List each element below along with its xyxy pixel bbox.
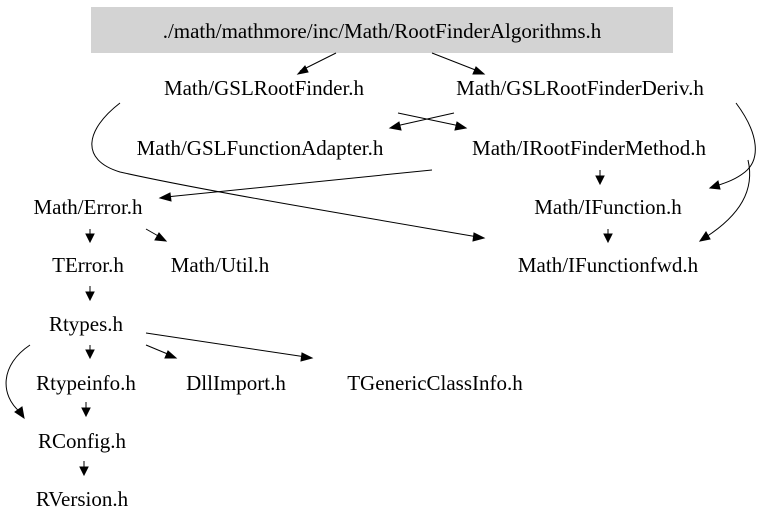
node-terror[interactable]: TError.h	[52, 253, 124, 277]
root-node-box	[91, 7, 673, 53]
arrowhead	[698, 231, 711, 242]
node-gsl-function-adapter[interactable]: Math/GSLFunctionAdapter.h	[137, 136, 384, 160]
arrowhead	[81, 407, 91, 418]
edge-root-gslrootfinderderiv	[431, 52, 479, 72]
node-rconfig[interactable]: RConfig.h	[38, 429, 127, 453]
arrowhead	[708, 180, 721, 190]
edge-rtypes-tgenericclassinfo	[145, 332, 307, 358]
arrowhead	[388, 121, 402, 131]
edge-rtypes-dllimport	[145, 344, 171, 356]
arrowhead	[454, 121, 468, 131]
arrowhead	[595, 175, 605, 186]
arrowhead	[603, 233, 613, 244]
arrowhead	[472, 66, 486, 75]
arrowhead	[14, 406, 25, 420]
edges	[5, 52, 756, 477]
arrowhead	[164, 350, 178, 359]
node-gsl-root-finder-deriv[interactable]: Math/GSLRootFinderDeriv.h	[456, 76, 704, 100]
arrowhead	[472, 232, 486, 242]
edge-rtypes-rconfig	[5, 344, 31, 413]
arrowhead	[85, 233, 95, 244]
arrowhead	[158, 192, 172, 202]
edge-irootfindermethod-matherror	[165, 169, 433, 198]
arrowhead	[154, 232, 168, 242]
node-tgenericclassinfo[interactable]: TGenericClassInfo.h	[347, 371, 523, 395]
node-ifunctionfwd[interactable]: Math/IFunctionfwd.h	[518, 253, 699, 277]
node-math-util[interactable]: Math/Util.h	[171, 253, 270, 277]
node-ifunction[interactable]: Math/IFunction.h	[534, 195, 682, 219]
edge-gslrootfinderderiv-ifunctionfwd	[705, 159, 751, 238]
node-math-error[interactable]: Math/Error.h	[33, 195, 143, 219]
nodes: ./math/mathmore/inc/Math/RootFinderAlgor…	[33, 19, 706, 511]
edge-gslrootfinderderiv-ifunction	[715, 102, 756, 187]
node-gsl-root-finder[interactable]: Math/GSLRootFinder.h	[164, 76, 365, 100]
node-rtypeinfo[interactable]: Rtypeinfo.h	[36, 371, 136, 395]
edge-gslrootfinder-ifunctionfwd	[91, 102, 479, 238]
edge-gslrootfinderderiv-gslfunctionadapter	[395, 112, 455, 127]
arrowhead	[79, 466, 89, 477]
node-iroot-finder-method[interactable]: Math/IRootFinderMethod.h	[472, 136, 706, 160]
edge-gslrootfinder-irootfindermethod	[397, 112, 461, 127]
arrowhead	[85, 349, 95, 360]
node-rtypes[interactable]: Rtypes.h	[49, 312, 124, 336]
node-rversion[interactable]: RVersion.h	[36, 487, 129, 511]
arrowhead	[300, 352, 314, 362]
node-root[interactable]: ./math/mathmore/inc/Math/RootFinderAlgor…	[163, 19, 602, 43]
node-dllimport[interactable]: DllImport.h	[186, 371, 286, 395]
arrowhead	[85, 291, 95, 302]
arrowhead	[296, 65, 309, 75]
